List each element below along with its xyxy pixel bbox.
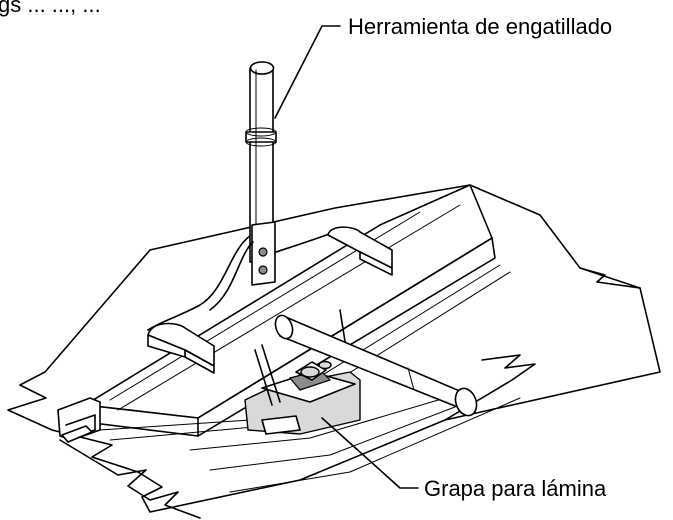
- label-panel-clip-group: Grapa para lámina: [321, 417, 607, 501]
- panel-clip-drawing: [244, 309, 361, 435]
- label-seaming-tool-group: Herramienta de engatillado: [274, 14, 612, 119]
- label-seaming-tool: Herramienta de engatillado: [348, 14, 612, 39]
- handle-bar: [274, 314, 478, 417]
- seaming-tool-drawing: [147, 61, 393, 374]
- label-panel-clip: Grapa para lámina: [424, 476, 607, 501]
- cropped-top-text: gs ... ..., ...: [0, 0, 101, 17]
